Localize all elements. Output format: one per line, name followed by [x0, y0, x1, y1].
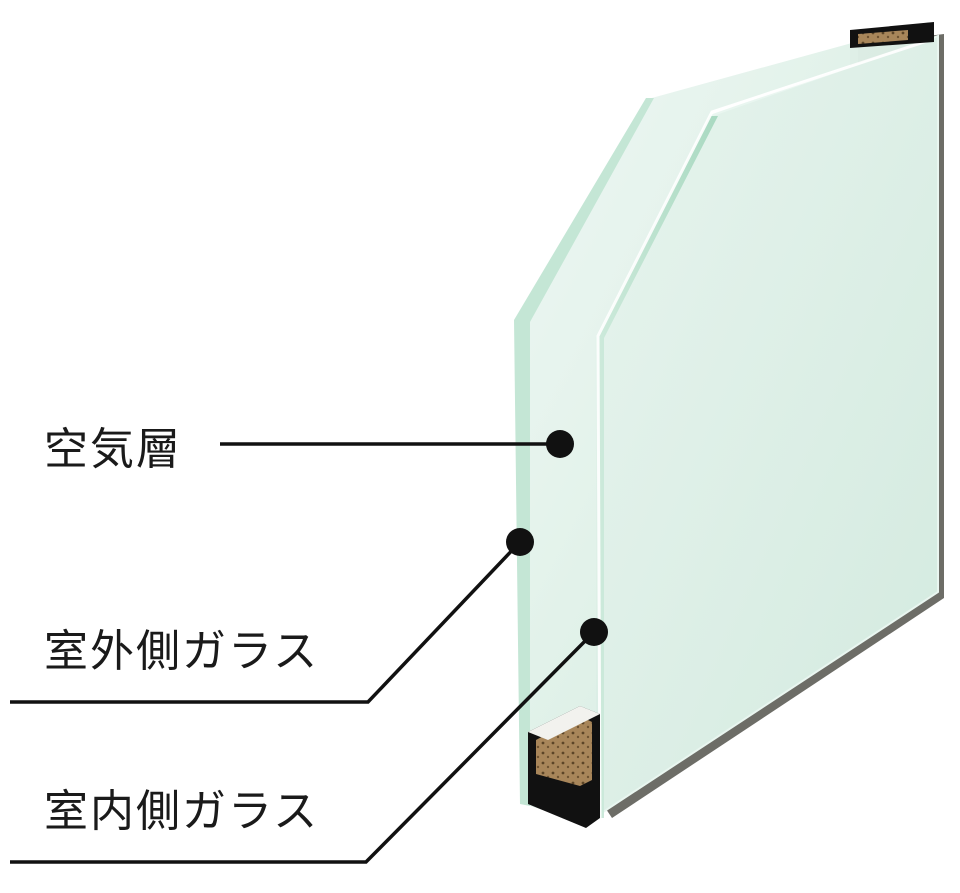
leader-outdoor-glass: [10, 540, 522, 704]
spacer-section: [528, 706, 600, 828]
outdoor-glass-edge: [514, 98, 654, 806]
label-outdoor-glass: 室外側ガラス: [44, 626, 320, 677]
spacer-top-desiccant: [858, 30, 908, 44]
label-air-layer: 空気層: [44, 424, 182, 475]
spacer-top: [850, 22, 934, 48]
marker-air-layer: [546, 430, 574, 458]
label-indoor-glass: 室内側ガラス: [44, 786, 320, 837]
leader-indoor-glass: [10, 630, 596, 864]
leader-lines: [10, 430, 608, 864]
marker-outdoor-glass: [506, 528, 534, 556]
marker-indoor-glass: [580, 618, 608, 646]
spacer-top-cap: [528, 706, 600, 740]
indoor-glass-edge: [596, 116, 718, 818]
